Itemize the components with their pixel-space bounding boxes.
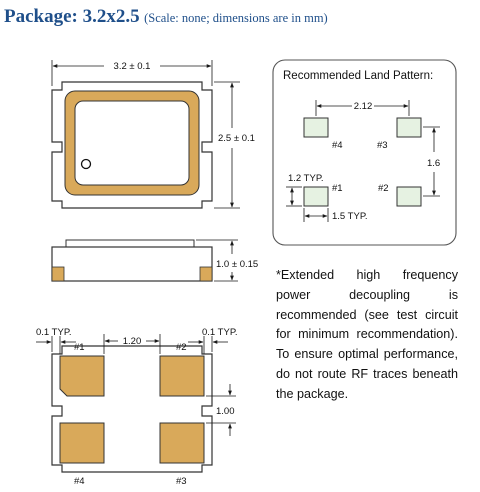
bottom-pad-2-label: #2 — [176, 342, 187, 353]
lp-horizontal-dim-label: 2.12 — [354, 101, 373, 112]
side-view-lid — [65, 239, 195, 248]
pad-vertical-dim-label: 1.00 — [216, 406, 235, 417]
edge-left-dim-label: 0.1 TYP. — [36, 327, 72, 338]
land-pad-3 — [396, 117, 422, 138]
bottom-pad-2 — [159, 355, 205, 397]
package-title: Package: 3.2x2.5 (Scale: none; dimension… — [4, 6, 328, 28]
lp-pad-height-dim-label: 1.2 TYP. — [288, 173, 324, 184]
top-view-lid — [74, 100, 190, 186]
side-view-pad-left — [51, 266, 65, 282]
land-pad-4 — [303, 117, 329, 138]
land-pad-1-label: #1 — [332, 183, 343, 194]
package-title-subtitle: (Scale: none; dimensions are in mm) — [144, 11, 328, 25]
side-view-pad-right — [199, 266, 213, 282]
land-pad-3-label: #3 — [377, 140, 388, 151]
land-pad-2 — [396, 186, 422, 207]
bottom-pad-3-label: #3 — [176, 476, 187, 487]
bottom-pad-1 — [59, 355, 105, 397]
bottom-pad-3 — [159, 422, 205, 464]
width-dim-label: 3.2 ± 0.1 — [114, 61, 151, 72]
side-view: 1.0 ± 0.15 — [51, 239, 258, 282]
land-pad-2-label: #2 — [378, 183, 389, 194]
lp-pad-width-dim-label: 1.5 TYP. — [332, 211, 368, 222]
package-title-main: Package: 3.2x2.5 — [4, 6, 140, 27]
decoupling-note: *Extended high frequency power decouplin… — [276, 268, 458, 401]
land-pad-1 — [303, 186, 329, 207]
pad-spacing-dim-label: 1.20 — [123, 336, 142, 347]
bottom-pad-4-label: #4 — [74, 476, 85, 487]
height-dim-label: 2.5 ± 0.1 — [218, 133, 255, 144]
edge-right-dim-label: 0.1 TYP. — [202, 327, 238, 338]
land-pad-4-label: #4 — [332, 140, 343, 151]
thickness-dim-label: 1.0 ± 0.15 — [216, 259, 258, 270]
pin1-marker-dot — [80, 158, 92, 170]
land-pattern-panel: Recommended Land Pattern: #4 #3 #1 #2 2.… — [272, 59, 457, 246]
bottom-view: #1 #2 #3 #4 0.1 TYP. 1.20 0.1 TYP. — [36, 327, 238, 487]
bottom-pad-1-label: #1 — [74, 342, 85, 353]
side-view-body — [51, 246, 213, 282]
lp-vertical-dim-label: 1.6 — [427, 158, 440, 169]
top-view: 3.2 ± 0.1 2.5 ± 0.1 — [51, 60, 255, 209]
bottom-pad-4 — [59, 422, 105, 464]
land-pattern-title: Recommended Land Pattern: — [283, 70, 433, 82]
